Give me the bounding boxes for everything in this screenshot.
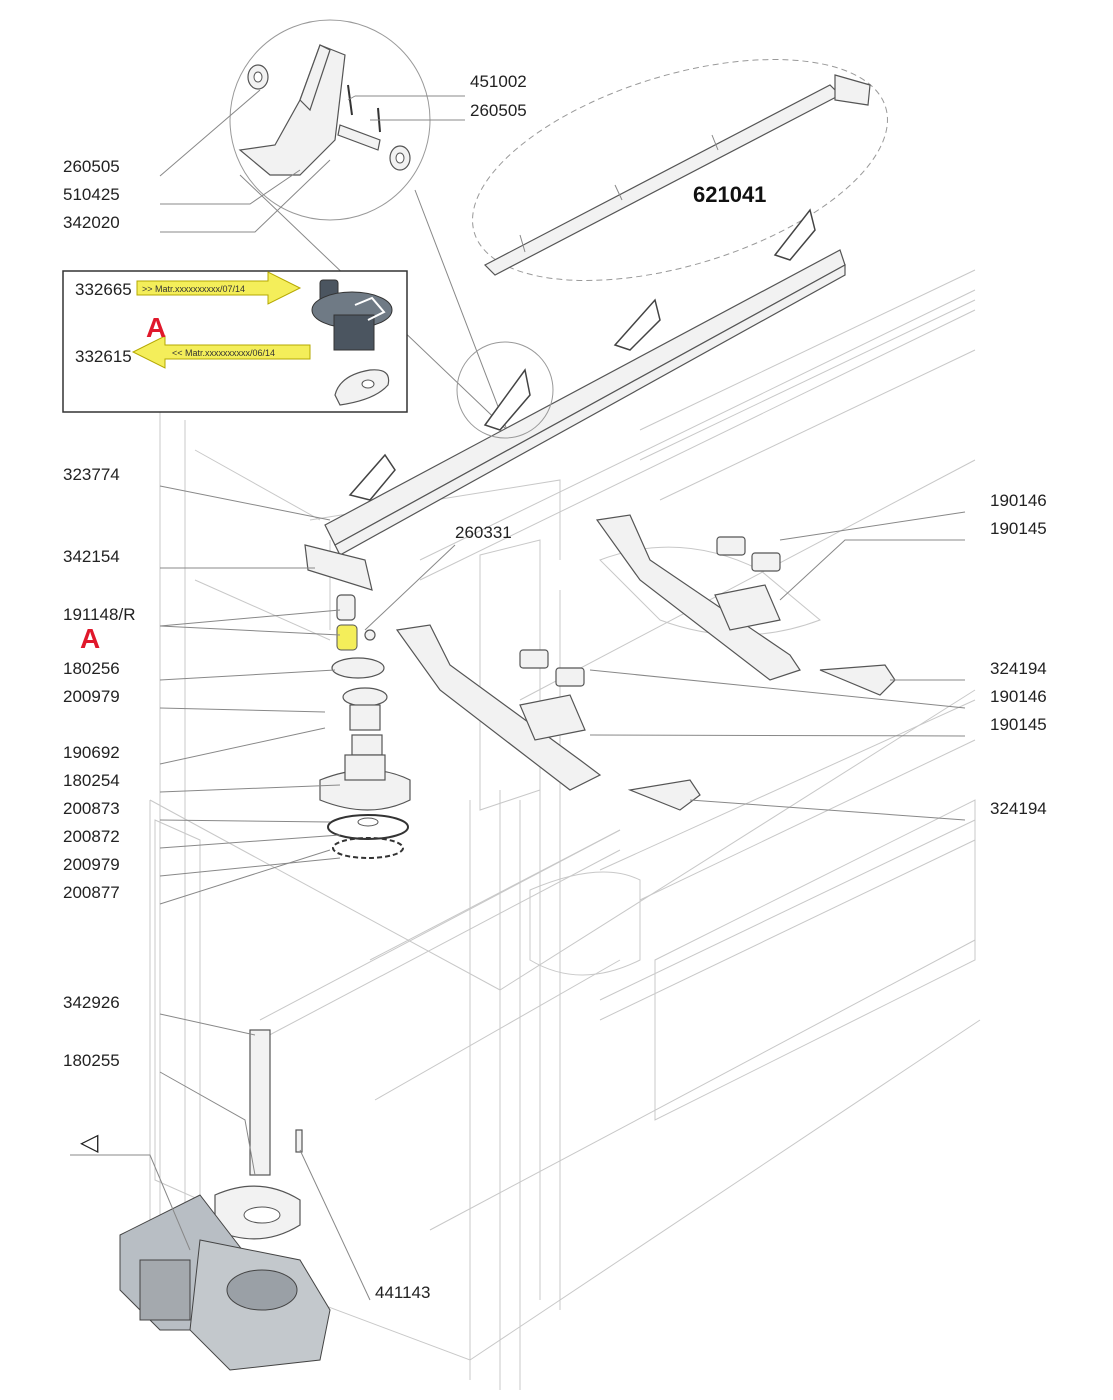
inset-marker: A	[146, 312, 166, 343]
label-200872: 200872	[63, 827, 120, 846]
label-200873: 200873	[63, 799, 120, 818]
motor-symbol: ◁	[80, 1129, 99, 1156]
label-260505-right: 260505	[470, 101, 527, 120]
label-200979-lower: 200979	[63, 855, 120, 874]
drive-parts	[249, 544, 411, 1176]
label-332665: 332665	[75, 280, 132, 299]
label-260505-left: 260505	[63, 157, 120, 176]
arrow-old-serial: << Matr.xxxxxxxxxx/06/14	[172, 348, 275, 358]
label-324194-lower: 324194	[990, 799, 1047, 818]
main-rail	[324, 208, 846, 556]
label-180255: 180255	[63, 1051, 120, 1070]
label-180254: 180254	[63, 771, 120, 790]
label-180256: 180256	[63, 659, 120, 678]
assembly-number: 621041	[693, 182, 766, 207]
gear-motor	[119, 1185, 331, 1371]
label-260331: 260331	[455, 523, 512, 542]
label-342154: 342154	[63, 547, 120, 566]
rail-assembly-621041	[472, 59, 888, 281]
variant-inset-box: >> Matr.xxxxxxxxxx/07/14 << Matr.xxxxxxx…	[62, 270, 408, 413]
label-190145-lower: 190145	[990, 715, 1047, 734]
label-190146-upper: 190146	[990, 491, 1047, 510]
leader-lines	[70, 89, 966, 1301]
label-190692: 190692	[63, 743, 120, 762]
label-451002: 451002	[470, 72, 527, 91]
label-510425: 510425	[63, 185, 120, 204]
label-190146-lower: 190146	[990, 687, 1047, 706]
label-323774: 323774	[63, 465, 120, 484]
brackets	[395, 514, 896, 811]
label-324194-upper: 324194	[990, 659, 1047, 678]
label-342020: 342020	[63, 213, 120, 232]
label-332615: 332615	[75, 347, 132, 366]
label-200979-upper: 200979	[63, 687, 120, 706]
variant-marker: A	[80, 623, 100, 654]
label-190145-upper: 190145	[990, 519, 1047, 538]
arrow-new-serial: >> Matr.xxxxxxxxxx/07/14	[142, 284, 245, 294]
label-200877: 200877	[63, 883, 120, 902]
machine-frame	[149, 269, 981, 1390]
label-342926: 342926	[63, 993, 120, 1012]
part-labels: 451002 260505 260505 510425 342020 33266…	[63, 72, 1047, 1302]
label-191148r: 191148/R	[63, 605, 135, 624]
label-441143: 441143	[375, 1283, 430, 1302]
